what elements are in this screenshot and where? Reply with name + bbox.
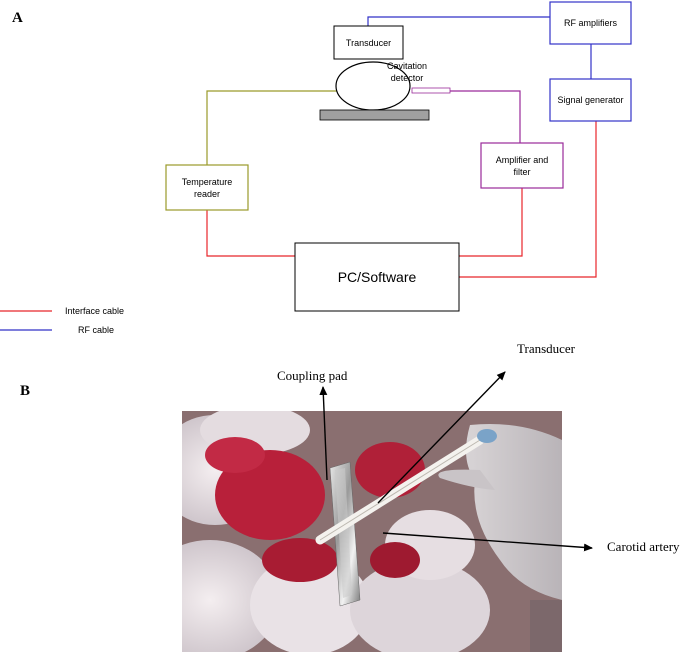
amplifier-filter-label-2: filter <box>513 167 530 177</box>
coupling-pad-label: Coupling pad <box>277 368 348 383</box>
carotid-artery-label: Carotid artery <box>607 539 680 554</box>
temperature-reader-label-1: Temperature <box>182 177 233 187</box>
signal-generator-label: Signal generator <box>557 95 623 105</box>
interface-cable-temperature-line <box>206 210 295 257</box>
amplifier-filter-box <box>480 142 564 189</box>
legend-interface-label: Interface cable <box>65 306 124 316</box>
connection-lines <box>206 16 597 278</box>
temperature-reader-box <box>165 164 249 211</box>
annotation-arrows <box>319 371 593 552</box>
carotid-artery-arrow <box>382 532 593 552</box>
panel-b-label: B <box>20 383 30 399</box>
transducer-annotation-label: Transducer <box>517 341 576 356</box>
transducer-box-label: Transducer <box>346 38 391 48</box>
temperature-probe-line <box>206 90 372 165</box>
panel-a-label: A <box>12 10 23 26</box>
cavitation-detector-probe <box>411 87 451 94</box>
temperature-reader-label-2: reader <box>194 189 220 199</box>
amplifier-filter-label-1: Amplifier and <box>496 155 549 165</box>
signal-generator-box <box>549 78 632 122</box>
sample-stage <box>319 109 430 121</box>
procedure-photo <box>182 411 562 652</box>
rf-amplifiers-box <box>549 1 632 45</box>
rf-cable-transducer-line <box>367 16 550 26</box>
coupling-pad-arrow <box>319 386 328 481</box>
detector-line <box>450 90 521 143</box>
interface-cable-amplifier-line <box>459 188 523 257</box>
legend: Interface cable RF cable <box>0 306 124 335</box>
transducer-arrow <box>377 371 506 504</box>
pc-software-label: PC/Software <box>338 269 417 285</box>
rf-amplifiers-label: RF amplifiers <box>564 18 618 28</box>
legend-rf-label: RF cable <box>78 325 114 335</box>
pc-software-box <box>294 242 460 312</box>
transducer-box <box>333 25 404 60</box>
cavitation-detector-label-2: detector <box>391 73 424 83</box>
cavitation-detector-label-1: Cavitation <box>387 61 427 71</box>
interface-cable-generator-line <box>459 121 597 278</box>
